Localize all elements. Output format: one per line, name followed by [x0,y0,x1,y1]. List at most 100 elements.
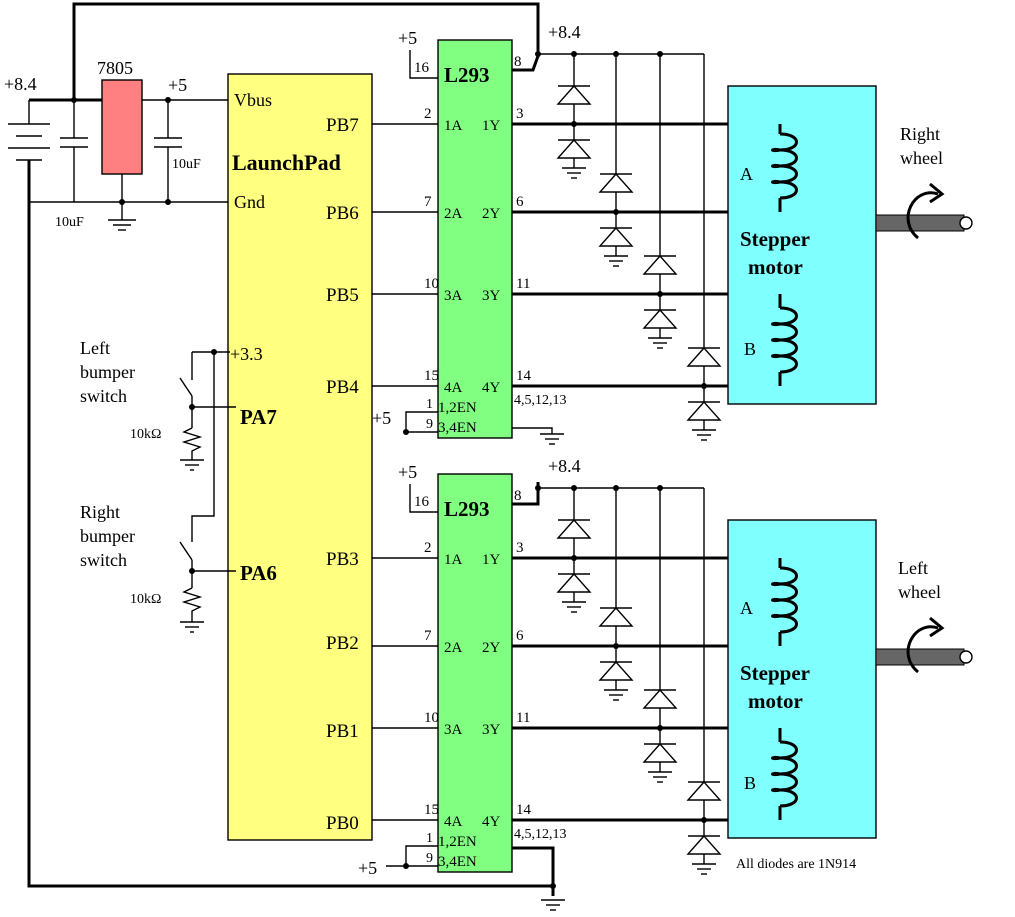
port-label-pb0: PB0 [326,813,359,834]
port-label-pb6: PB6 [326,203,359,224]
vcc-wire [409,50,438,79]
ground-icon [648,337,672,349]
gnd-wire [512,427,553,434]
right-switch-label-1: Right [80,502,120,522]
diode-icon [598,606,634,627]
right-switch-label-2: bumper [80,526,135,546]
v33-label: +3.3 [230,344,263,364]
ground-icon [562,601,586,613]
pin-8-label: 8 [514,54,522,70]
diode-icon [642,742,678,763]
output-name-4y: 4Y [482,380,501,396]
pa6-label: PA6 [240,561,277,585]
vmot-label: +8.4 [548,22,581,42]
port-label-pb1: PB1 [326,721,359,742]
vcc-label: +5 [398,462,417,482]
diode-icon [556,518,592,539]
ground-icon [180,621,204,633]
coil-icon [771,566,798,634]
gnd-pins-label: 4,5,12,13 [514,393,567,408]
bumper-switches: Left bumper switch 10kΩ Right bumper swi… [80,338,236,633]
diode-icon [556,84,592,105]
output-pin-14: 14 [516,802,532,818]
wheel-label-2: wheel [900,148,943,168]
right-bumper-switch [179,541,236,633]
output-name-3y: 3Y [482,722,501,738]
input-pin-10: 10 [424,710,439,726]
input-capacitor-label: 10uF [55,215,84,230]
output-pin-6: 6 [516,194,524,210]
gnd-wire [512,846,555,896]
input-capacitor [60,100,88,202]
stepper-motor-body [727,519,877,839]
ground-icon [648,771,672,783]
input-pin-15: 15 [424,802,439,818]
diode-icon [598,226,634,247]
en-name-12: 1,2EN [438,400,477,416]
motor-shaft [875,648,965,666]
motor-title-2: motor [748,255,803,279]
right-resistor-label: 10kΩ [130,592,161,607]
coil-a-label: A [740,598,753,618]
port-label-pb2: PB2 [326,633,359,654]
shaft-end [959,650,973,664]
input-pin-2: 2 [424,540,432,556]
junction-dot [535,51,541,57]
ground-icon [108,219,136,231]
en-supply-label: +5 [372,408,391,428]
pin-16-label: 16 [414,60,430,76]
left-switch-label-3: switch [80,386,127,406]
right-switch-label-3: switch [80,550,127,570]
ground-icon [562,167,586,179]
rotation-arrow-icon [906,191,939,240]
pa7-label: PA7 [240,405,277,429]
wheel-label-2: wheel [898,582,941,602]
coil-icon [771,740,798,808]
rotation-arrowhead-icon [929,182,945,204]
en-wire [405,845,438,866]
port-label-pb4: PB4 [326,377,359,398]
junction-dot [403,429,409,435]
ground-icon [692,429,716,441]
diode-icon [642,254,678,275]
battery-return-wire [27,160,553,888]
input-name-1a: 1A [444,552,463,568]
en-name-34: 3,4EN [438,854,477,870]
coil-b-label: B [744,773,756,793]
diode-note: All diodes are 1N914 [736,857,856,872]
pin-8-label: 8 [514,488,522,504]
ground-icon [604,255,628,267]
coil-b-label: B [744,339,756,359]
output-name-2y: 2Y [482,206,501,222]
input-pin-15: 15 [424,368,439,384]
input-name-2a: 2A [444,206,463,222]
diode-icon [556,138,592,159]
coil-a-label: A [740,164,753,184]
vcc-label: +5 [398,28,417,48]
junction-dot [550,883,556,889]
ground-icon [541,899,565,911]
diode-icon [598,172,634,193]
diode-icon [686,780,722,801]
motor-title-1: Stepper [740,661,810,685]
diode-icon [686,346,722,367]
rotation-arrowhead-icon [929,616,945,638]
wheel-label-1: Left [898,558,928,578]
left-switch-label-1: Left [80,338,110,358]
gnd-pins-label: 4,5,12,13 [514,827,567,842]
output-name-1y: 1Y [482,118,501,134]
pin-16-label: 16 [414,494,430,510]
rotation-arrow-icon [906,625,939,674]
l293-chip [437,473,513,873]
motor-shaft [875,214,965,232]
launchpad-title: LaunchPad [232,150,341,175]
l293-chip [437,39,513,439]
wheel-label-1: Right [900,124,940,144]
output-pin-3: 3 [516,540,524,556]
output-pin-11: 11 [516,710,530,726]
diode-icon [556,572,592,593]
reg-output-label: +5 [168,75,187,95]
